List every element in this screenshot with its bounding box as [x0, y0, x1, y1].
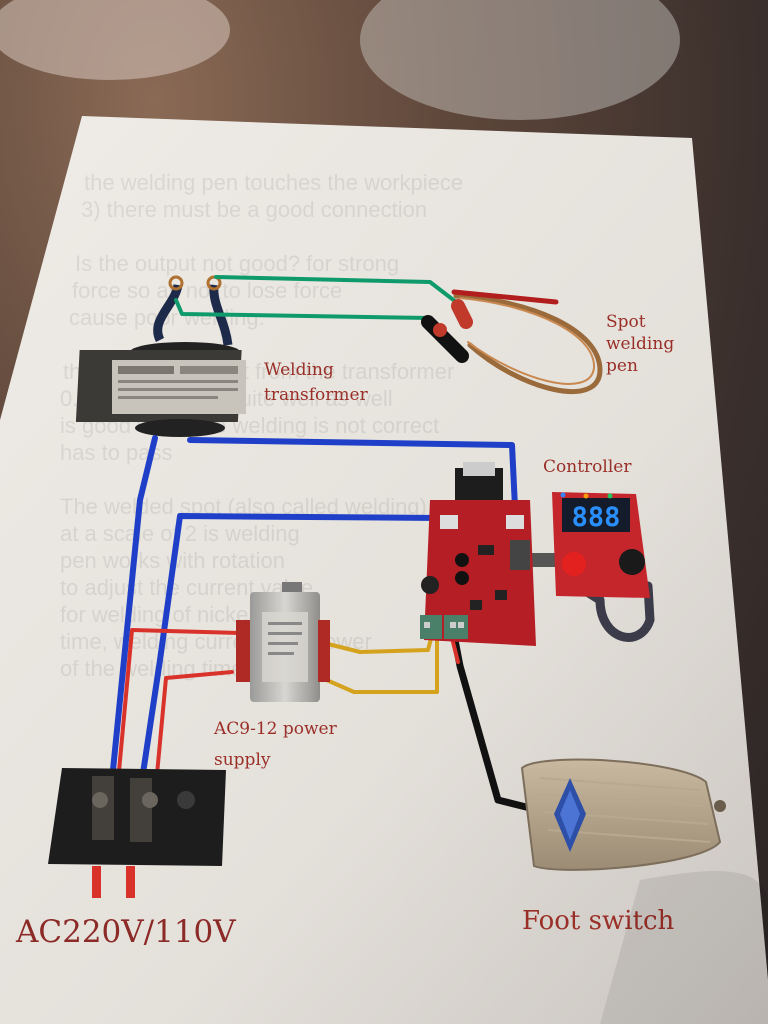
label-mains: AC220V/110V: [15, 914, 236, 950]
label-spot-welding-pen-3: pen: [606, 356, 638, 376]
display-readout: 888: [572, 502, 621, 533]
background-text-line: for welding of nickel: [60, 602, 253, 627]
label-power-supply-2: supply: [214, 750, 271, 770]
diamond-icon: [554, 778, 586, 852]
label-power-supply-1: AC9-12 power: [213, 719, 338, 739]
welding-transformer: [75, 275, 246, 437]
label-spot-welding-pen-1: Spot: [606, 312, 646, 332]
controller-board: [420, 462, 536, 646]
background-text-line: Is the output not good? for strong: [75, 251, 399, 276]
push-button: [562, 552, 586, 576]
mosfet-tab: [463, 462, 495, 476]
label-spot-welding-pen-2: welding: [606, 334, 674, 354]
seven-segment-display: [562, 498, 630, 532]
background-text-line: the welding pen touches the workpiece: [84, 170, 463, 195]
labels: Spot welding pen Welding transformer Con…: [15, 312, 675, 950]
mains-terminal-block: [48, 768, 226, 898]
foot-switch: [520, 758, 726, 871]
rotary-knob: [619, 549, 645, 575]
background-text-line: 3) there must be a good connection: [81, 197, 427, 222]
label-foot-switch: Foot switch: [522, 906, 675, 936]
label-welding-transformer-2: transformer: [264, 385, 369, 405]
background-blob: [360, 0, 680, 120]
controller-panel: 888: [552, 492, 650, 598]
label-welding-transformer-1: Welding: [264, 360, 334, 380]
spot-welding-pen: [421, 289, 559, 363]
wires: [109, 275, 655, 812]
background-blob: [0, 0, 230, 80]
label-controller: Controller: [543, 457, 632, 477]
power-supply-transformer: [236, 582, 330, 702]
